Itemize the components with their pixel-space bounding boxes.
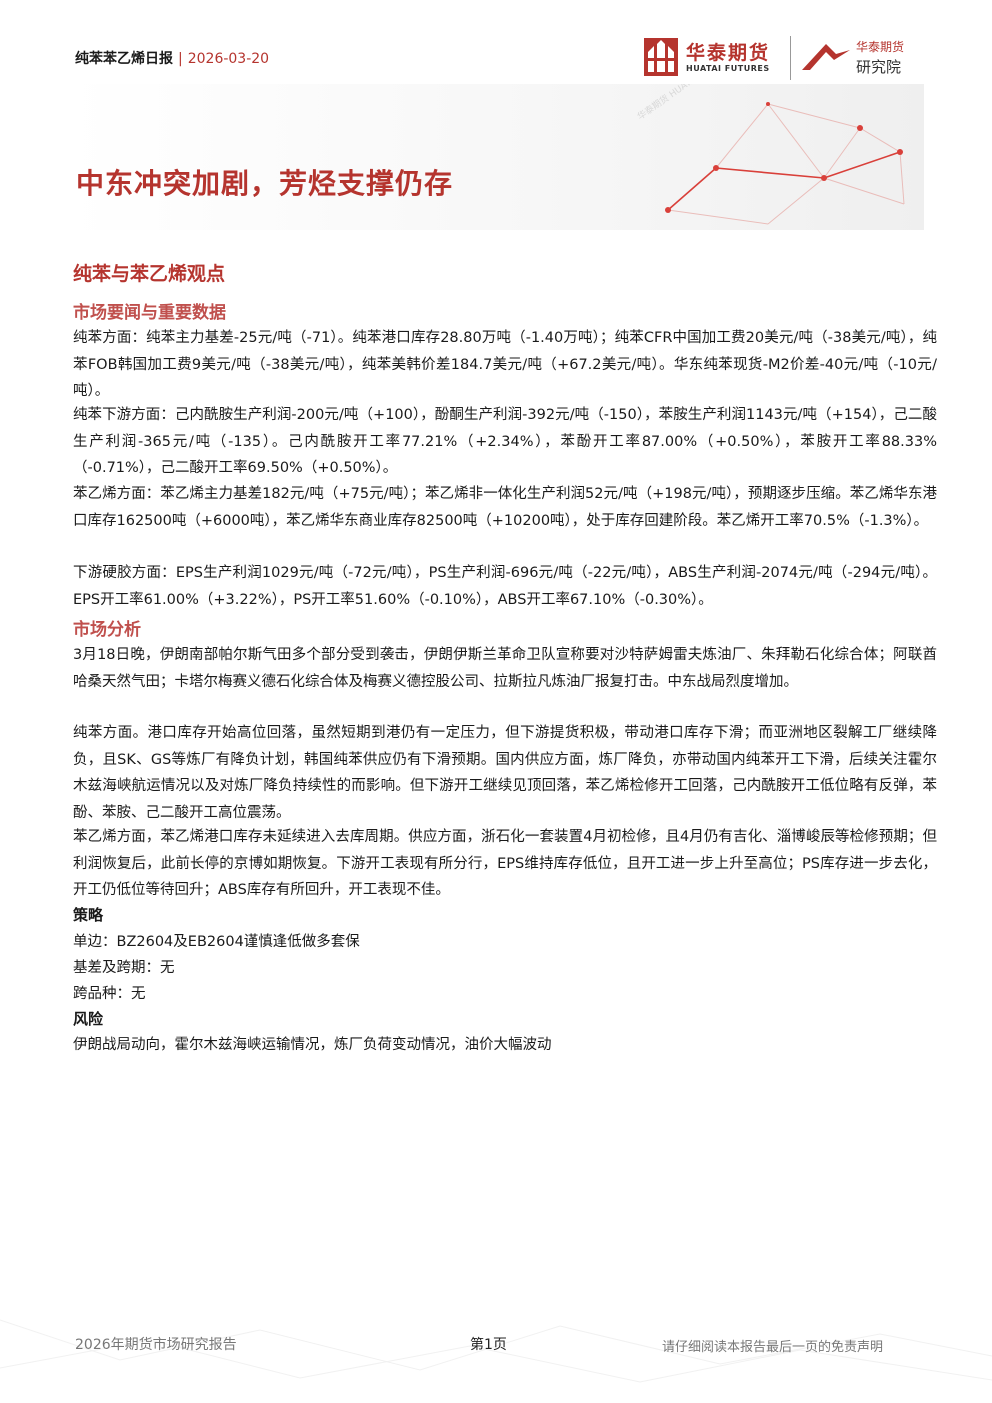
strategy-heading: 策略	[73, 906, 104, 924]
news-paragraph-benzene: 纯苯方面：纯苯主力基差-25元/吨（-71）。纯苯港口库存28.80万吨（-1.…	[73, 330, 937, 399]
footer-disclaimer-note: 请仔细阅读本报告最后一页的免责声明	[662, 1340, 884, 1355]
strategy-line-cross: 跨品种：无	[73, 986, 146, 1002]
page-title: 中东冲突加剧，芳烃支撑仍存	[76, 167, 454, 200]
title-banner: 华泰期货 HUATAI FUTURES 中东冲突加剧，芳烃支撑仍存	[68, 84, 924, 230]
header-separator: |	[178, 51, 183, 67]
analysis-paragraph-benzene: 纯苯方面。港口库存开始高位回落，虽然短期到港仍有一定压力，但下游提货积极，带动港…	[73, 725, 937, 821]
section-title: 纯苯与苯乙烯观点	[73, 263, 226, 285]
institute-name-top: 华泰期货	[856, 40, 905, 54]
company-logo: 华泰期货 HUATAI FUTURES 华泰期货 研究院	[644, 34, 934, 82]
report-name: 纯苯苯乙烯日报	[75, 51, 173, 67]
footer-report-label: 2026年期货市场研究报告	[75, 1337, 237, 1353]
strategy-line-single: 单边：BZ2604及EB2604谨慎逢低做多套保	[73, 934, 360, 950]
logo-name-en: HUATAI FUTURES	[686, 64, 770, 73]
news-paragraph-benzene-downstream: 纯苯下游方面：己内酰胺生产利润-200元/吨（+100），酚酮生产利润-392元…	[73, 407, 937, 476]
page-number: 第1页	[470, 1337, 507, 1353]
news-paragraph-rubber: 下游硬胶方面：EPS生产利润1029元/吨（-72元/吨），PS生产利润-696…	[73, 565, 937, 608]
banner-network-graphic: 华泰期货 HUATAI FUTURES	[68, 84, 924, 230]
huatai-logo-icon	[644, 38, 678, 76]
report-date: 2026-03-20	[187, 51, 270, 67]
analysis-paragraph-styrene: 苯乙烯方面，苯乙烯港口库存未延续进入去库周期。供应方面，浙石化一套装置4月初检修…	[73, 829, 937, 898]
strategy-line-basis: 基差及跨期：无	[73, 960, 175, 976]
logo-name-cn: 华泰期货	[686, 42, 771, 64]
institute-logo-icon	[802, 44, 850, 70]
footer-decoration	[0, 1319, 992, 1383]
risk-text: 伊朗战局动向，霍尔木兹海峡运输情况，炼厂负荷变动情况，油价大幅波动	[73, 1037, 552, 1053]
risk-heading: 风险	[73, 1010, 104, 1028]
news-paragraph-styrene: 苯乙烯方面：苯乙烯主力基差182元/吨（+75元/吨）；苯乙烯非一体化生产利润5…	[73, 486, 937, 529]
report-header: 纯苯苯乙烯日报 |2026-03-20	[75, 48, 269, 68]
logo-divider	[790, 36, 791, 80]
market-analysis-heading: 市场分析	[73, 620, 141, 640]
institute-name-bottom: 研究院	[856, 58, 902, 76]
market-news-heading: 市场要闻与重要数据	[73, 303, 226, 323]
analysis-paragraph-geopolitics: 3月18日晚，伊朗南部帕尔斯气田多个部分受到袭击，伊朗伊斯兰革命卫队宣称要对沙特…	[73, 647, 937, 690]
